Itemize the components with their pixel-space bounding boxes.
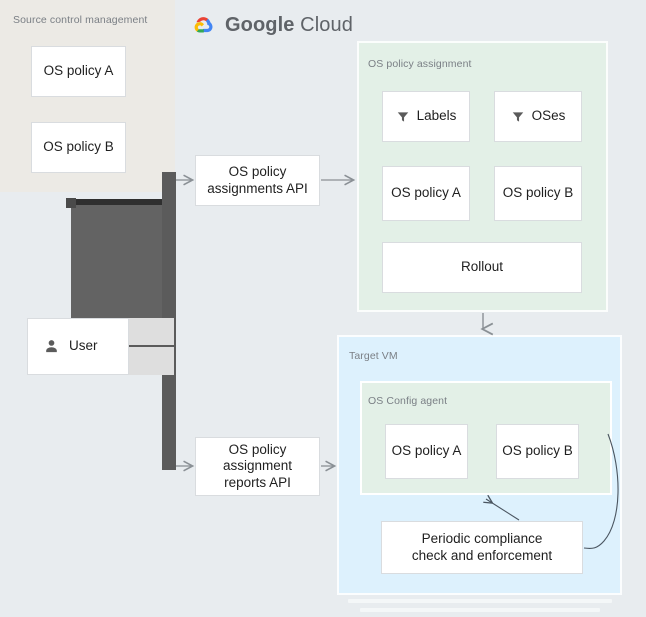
rollout-box[interactable]: Rollout (382, 242, 582, 293)
os-policy-assignment-label: OS policy assignment (368, 58, 472, 70)
agent-os-policy-a-box[interactable]: OS policy A (385, 424, 468, 479)
filter-funnel-icon (511, 110, 525, 124)
assignment-os-policy-a-box[interactable]: OS policy A (382, 166, 470, 221)
reports-api-line-2: assignment (222, 458, 293, 474)
user-gray-block-upper (126, 318, 174, 346)
os-config-agent-label: OS Config agent (368, 395, 448, 407)
rollout-label: Rollout (460, 259, 504, 275)
os-policy-assignment-reports-api-box[interactable]: OS policy assignment reports API (195, 437, 320, 496)
target-vm-stack-line-2 (360, 608, 600, 612)
reports-api-line-3: reports API (224, 474, 291, 490)
assignments-api-line-1: OS policy (228, 164, 287, 180)
assignment-os-policy-b-box[interactable]: OS policy B (494, 166, 582, 221)
filter-oses-box[interactable]: OSes (494, 91, 582, 142)
filter-oses-label: OSes (531, 108, 566, 124)
target-vm-stack-line-1 (348, 599, 612, 603)
target-vm-label: Target VM (349, 350, 398, 362)
assignment-os-policy-b-label: OS policy B (502, 185, 574, 201)
user-label: User (69, 338, 98, 354)
user-gray-block-lower (126, 347, 174, 375)
user-icon (43, 338, 60, 355)
brand-bold: Google (225, 13, 295, 36)
assignments-api-line-2: assignments API (207, 180, 308, 196)
google-cloud-logo-icon (189, 13, 217, 37)
scm-os-policy-b-label: OS policy B (43, 139, 114, 155)
assignment-os-policy-a-label: OS policy A (391, 185, 461, 201)
compliance-line-2: check and enforcement (411, 547, 553, 563)
user-connector-notch-top (66, 198, 76, 208)
google-cloud-wordmark: Google Cloud (225, 14, 353, 37)
os-policy-assignments-api-box[interactable]: OS policy assignments API (195, 155, 320, 206)
filter-funnel-icon (396, 110, 410, 124)
agent-os-policy-b-box[interactable]: OS policy B (496, 424, 579, 479)
agent-os-policy-a-label: OS policy A (391, 443, 462, 459)
google-cloud-brand: Google Cloud (189, 13, 353, 37)
reports-api-line-1: OS policy (228, 441, 287, 457)
periodic-compliance-box[interactable]: Periodic compliance check and enforcemen… (381, 521, 583, 574)
scm-os-policy-a-box[interactable]: OS policy A (31, 46, 126, 97)
filter-labels-box[interactable]: Labels (382, 91, 470, 142)
filter-labels-label: Labels (416, 108, 457, 124)
scm-os-policy-b-box[interactable]: OS policy B (31, 122, 126, 173)
user-box[interactable]: User (27, 318, 129, 375)
user-gray-divider-line (126, 345, 174, 347)
agent-os-policy-b-label: OS policy B (502, 443, 573, 459)
compliance-line-1: Periodic compliance (421, 531, 543, 547)
scm-os-policy-a-label: OS policy A (43, 63, 114, 79)
source-control-management-label: Source control management (13, 14, 148, 26)
brand-light: Cloud (300, 13, 353, 36)
user-connector-block-top-edge (71, 199, 166, 205)
